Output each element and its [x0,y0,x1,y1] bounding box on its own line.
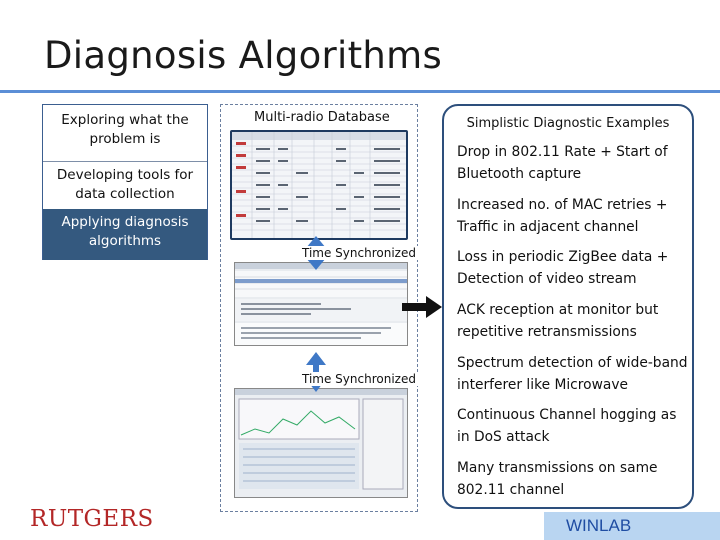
time-sync-label-2: Time Synchronized [300,372,418,386]
example-item: Increased no. of MAC retries + Traffic i… [457,197,668,235]
example-item: Drop in 802.11 Rate + Start of Bluetooth… [457,144,668,182]
examples-heading: Simplistic Diagnostic Examples [466,116,670,131]
database-heading: Multi-radio Database [254,110,390,125]
spectrum-analyzer-screenshot [234,388,408,498]
nav-item-exploring[interactable]: Exploring what the problem is [61,112,189,147]
nav-item-applying[interactable]: Applying diagnosis algorithms [43,209,207,260]
winlab-label: WINLAB [566,516,632,535]
nav-item-developing[interactable]: Developing tools for data collection [43,161,207,204]
packet-capture-screenshot [234,262,408,346]
right-arrow-icon [402,296,442,318]
title-divider [0,90,720,93]
rutgers-logo: RUTGERS [30,506,154,532]
time-sync-label-1: Time Synchronized [300,246,418,260]
example-item: Many transmissions on same 802.11 channe… [457,460,658,498]
example-item: Loss in periodic ZigBee data + Detection… [457,249,669,287]
winlab-badge: WINLAB [544,512,720,540]
page-title: Diagnosis Algorithms [44,34,443,77]
examples-panel: Simplistic Diagnostic Examples [442,104,694,509]
packet-capture-graphic [235,263,407,345]
database-grid-graphic [232,132,406,238]
agenda-nav: Exploring what the problem is Developing… [42,104,208,260]
example-item: ACK reception at monitor but repetitive … [457,302,659,340]
example-item: Continuous Channel hogging as in DoS att… [457,407,677,445]
spectrum-graphic [235,389,407,490]
database-table-image [230,130,408,240]
example-item: Spectrum detection of wide-band interfer… [457,355,688,393]
